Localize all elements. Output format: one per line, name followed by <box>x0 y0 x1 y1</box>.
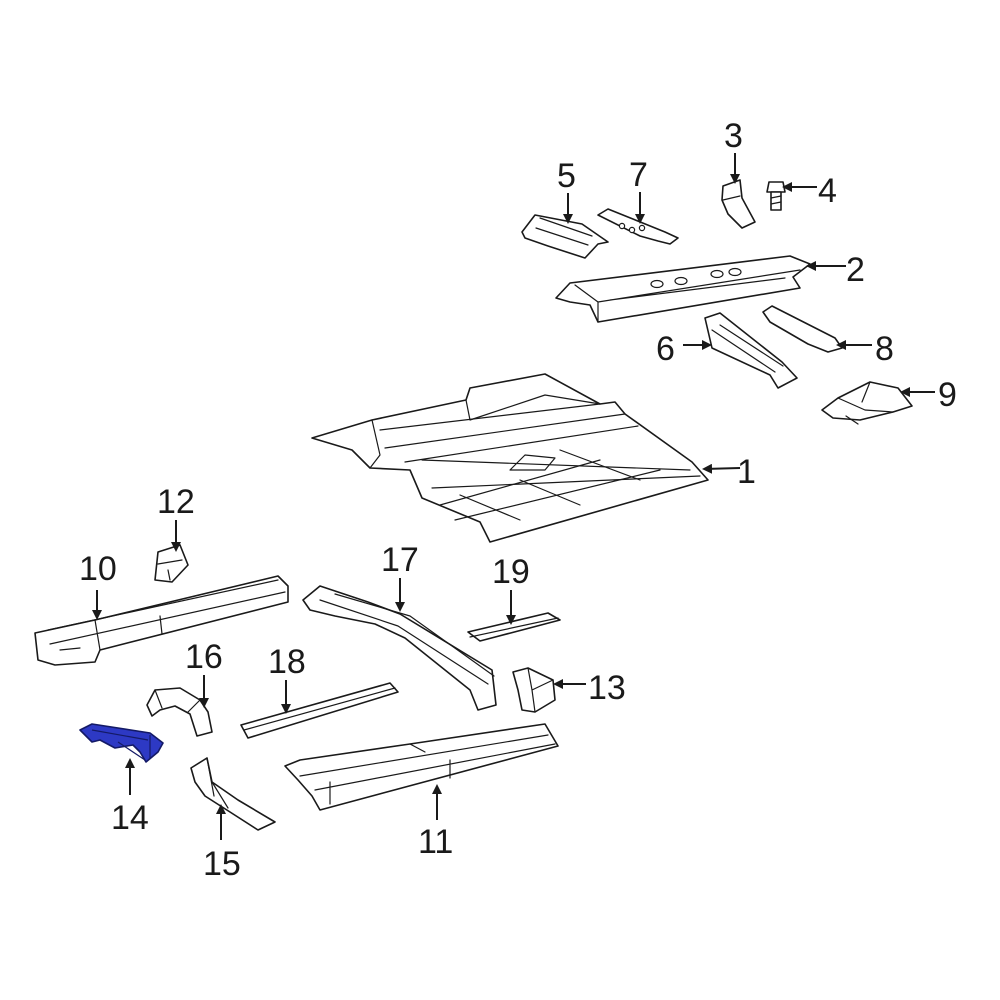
callout-10: 10 <box>79 550 117 588</box>
part-9-bracket[interactable] <box>821 381 913 425</box>
callout-19: 19 <box>492 553 530 591</box>
callout-labels: 1 2 3 4 5 6 7 8 9 10 11 12 13 14 15 16 1… <box>79 117 957 883</box>
part-14-bracket-highlighted[interactable] <box>79 723 164 763</box>
callout-14: 14 <box>111 799 149 837</box>
part-11-rail[interactable] <box>284 723 559 811</box>
callout-2: 2 <box>846 251 865 289</box>
callout-12: 12 <box>157 483 195 521</box>
leader-1 <box>702 463 741 474</box>
part-18-bar[interactable] <box>240 682 399 739</box>
part-19-strip[interactable] <box>467 612 561 642</box>
part-2-rear-crossmember[interactable] <box>555 255 811 323</box>
callout-5: 5 <box>557 157 576 195</box>
callout-17: 17 <box>381 541 419 579</box>
part-16-arch[interactable] <box>146 687 213 737</box>
part-4-bolt[interactable] <box>766 181 786 211</box>
callout-18: 18 <box>268 643 306 681</box>
part-5-bracket[interactable] <box>521 214 609 259</box>
part-12-bracket[interactable] <box>154 544 189 583</box>
callout-9: 9 <box>938 376 957 414</box>
part-17-center-member[interactable] <box>302 585 497 711</box>
part-6-reinforcement[interactable] <box>704 312 798 389</box>
part-7-plate[interactable] <box>597 208 679 245</box>
part-15-bracket[interactable] <box>190 757 276 831</box>
leader-lines <box>92 153 935 840</box>
callout-6: 6 <box>656 330 675 368</box>
callout-1: 1 <box>737 453 756 491</box>
callout-16: 16 <box>185 638 223 676</box>
part-13-bracket[interactable] <box>512 667 556 713</box>
part-1-floor-pan[interactable] <box>311 373 709 543</box>
part-10-rail[interactable] <box>34 575 289 666</box>
callout-4: 4 <box>818 172 837 210</box>
part-3-bracket[interactable] <box>721 179 756 229</box>
part-8-strip[interactable] <box>762 305 843 353</box>
callout-13: 13 <box>588 669 626 707</box>
callout-8: 8 <box>875 330 894 368</box>
callout-15: 15 <box>203 845 241 883</box>
callout-11: 11 <box>418 823 453 861</box>
callout-3: 3 <box>724 117 743 155</box>
callout-7: 7 <box>629 156 648 194</box>
